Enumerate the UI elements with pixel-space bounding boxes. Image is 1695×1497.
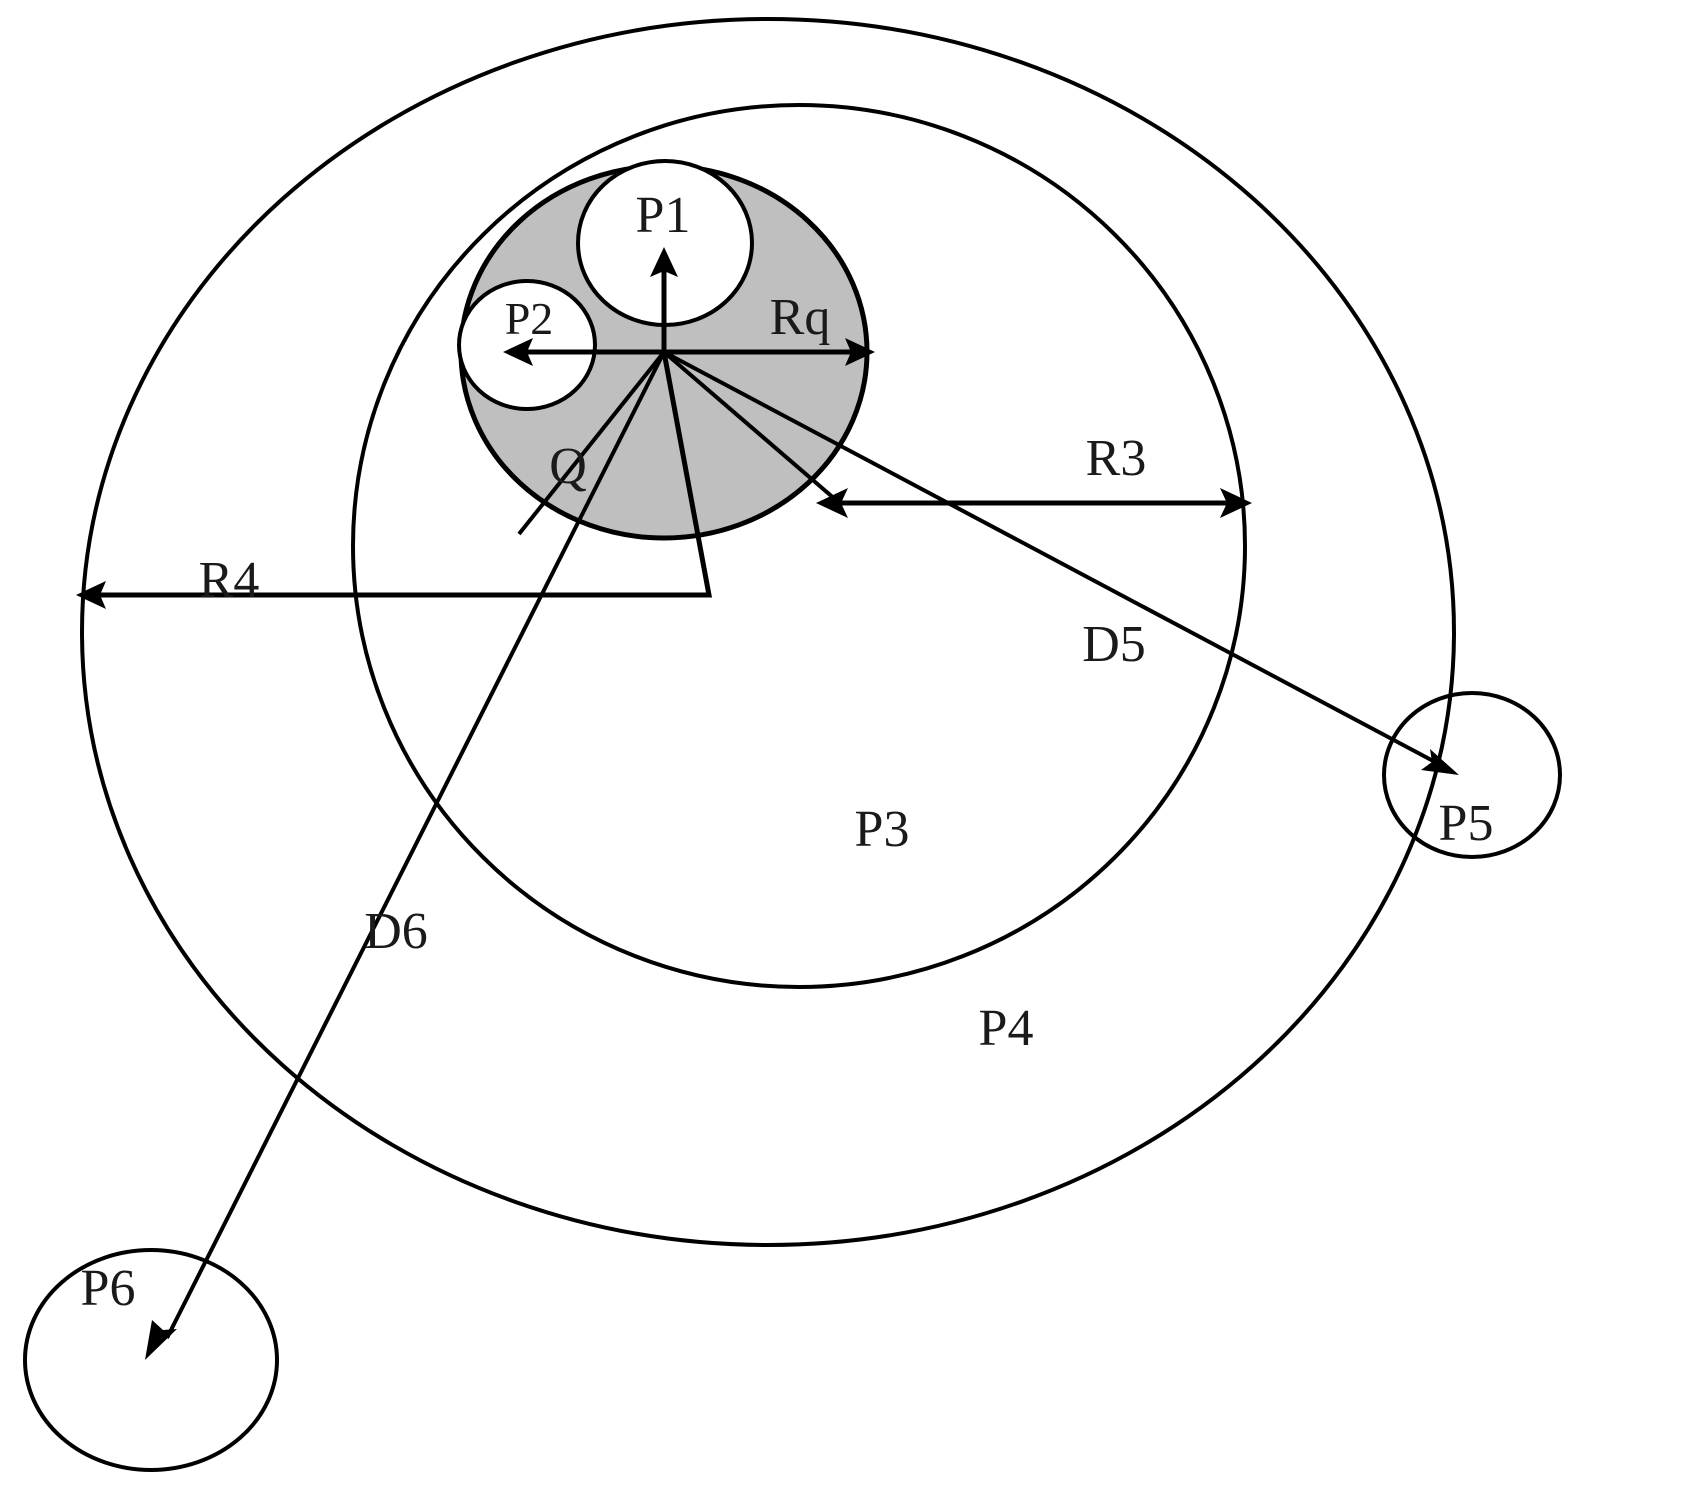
- spoke-lower-right: [662, 350, 838, 502]
- label-p6: P6: [81, 1260, 136, 1317]
- label-p3: P3: [855, 801, 910, 858]
- dimension-r4-arrowhead: [76, 581, 106, 609]
- region-p4-outline: [80, 17, 1456, 1247]
- label-d6: D6: [364, 903, 428, 960]
- vector-d6-arrowhead: [145, 1320, 177, 1360]
- label-r4: R4: [199, 552, 260, 609]
- dimension-r3-arrowhead-right: [1220, 488, 1252, 518]
- dimension-rq-arrowhead-left: [503, 338, 533, 366]
- label-r3: R3: [1086, 430, 1147, 487]
- dimension-rq-arrowhead-right: [845, 338, 875, 366]
- vector-d5-line: [663, 350, 1438, 765]
- vector-d6-line: [165, 351, 666, 1339]
- label-q: Q: [549, 438, 587, 495]
- spoke-lower-left: [517, 350, 666, 536]
- node-p5-circle: [1382, 691, 1562, 859]
- pointer-to-p1-arrowhead: [650, 247, 678, 277]
- label-p2: P2: [505, 293, 554, 344]
- label-p4: P4: [979, 1000, 1034, 1057]
- label-rq: Rq: [770, 289, 831, 346]
- label-p5: P5: [1439, 795, 1494, 852]
- label-d5: D5: [1082, 616, 1146, 673]
- label-p1: P1: [636, 187, 691, 244]
- dimension-r4-line: [90, 351, 713, 598]
- dimension-r3-arrowhead-left: [816, 488, 848, 518]
- vector-d5-arrowhead: [1421, 749, 1459, 775]
- node-p6-circle: [23, 1248, 279, 1472]
- region-p3-outline: [351, 103, 1247, 989]
